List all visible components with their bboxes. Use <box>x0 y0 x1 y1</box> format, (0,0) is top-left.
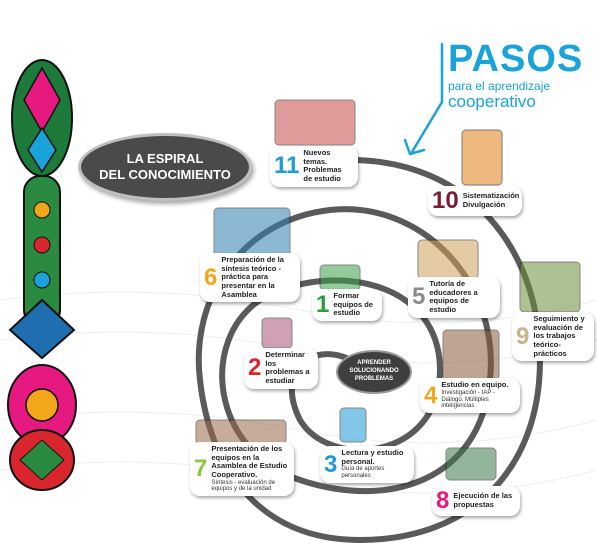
step-4-sub: Investigación - IAP - Diálogo. Múltiples… <box>441 389 495 410</box>
step-3-sub: Guía de aportes personales <box>341 466 385 480</box>
center-label-text: APRENDER SOLUCIONANDO PROBLEMAS <box>349 360 399 382</box>
step-6-text: Preparación de la síntesis teórico - prá… <box>221 255 284 299</box>
step-3-text: Lectura y estudio personal. <box>341 448 404 466</box>
step-1-number: 1 <box>316 290 330 318</box>
diagram-title-text: LA ESPIRAL DEL CONOCIMIENTO <box>99 150 231 182</box>
step-6-number: 6 <box>204 263 218 291</box>
step-7-number: 7 <box>194 455 208 483</box>
step-2: 2 Determinar los problemas a estudiar <box>244 348 318 389</box>
step-4-number: 4 <box>424 381 438 409</box>
header-word: PASOS <box>448 38 584 80</box>
step-3: 3 Lectura y estudio personal. Guía de ap… <box>320 446 414 484</box>
illustrations <box>195 99 581 481</box>
step-9-number: 9 <box>516 322 530 350</box>
step-11: 11 Nuevos temas. Problemas de estudio <box>270 146 358 187</box>
step-5-text: Tutoría de educadores a equipos de estud… <box>429 279 478 314</box>
header-title: PASOS para el aprendizaje cooperativo <box>448 40 583 110</box>
step-7: 7 Presentación de los equipos en la Asam… <box>190 442 294 497</box>
header-arrow <box>403 42 444 156</box>
step-6: 6 Preparación de la síntesis teórico - p… <box>200 253 300 303</box>
step-9-text: Seguimiento y evaluación de los trabajos… <box>533 314 585 358</box>
step-10: 10 Sistematización Divulgación <box>428 186 522 216</box>
header-line-1: para el aprendizaje <box>448 79 551 93</box>
step-3-number: 3 <box>324 450 338 478</box>
step-4: 4 Estudio en equipo. Investigación - IAP… <box>420 378 520 414</box>
step-1-text: Formar equipos de estudio <box>333 291 373 318</box>
step-2-text: Determinar los problemas a estudiar <box>265 350 310 385</box>
step-7-text: Presentación de los equipos en la Asambl… <box>211 444 288 479</box>
step-8-number: 8 <box>436 487 450 514</box>
step-10-text: Sistematización Divulgación <box>462 191 520 209</box>
step-8: 8 Ejecución de las propuestas <box>432 486 520 516</box>
step-1: 1 Formar equipos de estudio <box>312 289 382 321</box>
step-4-text: Estudio en equipo. <box>441 380 509 389</box>
step-10-number: 10 <box>432 187 459 214</box>
step-9: 9 Seguimiento y evaluación de los trabaj… <box>512 312 594 362</box>
diagram-title: LA ESPIRAL DEL CONOCIMIENTO <box>78 133 252 201</box>
step-11-text: Nuevos temas. Problemas de estudio <box>303 148 342 183</box>
step-8-text: Ejecución de las propuestas <box>453 491 513 509</box>
center-label: APRENDER SOLUCIONANDO PROBLEMAS <box>336 350 412 394</box>
decorative-totem <box>7 59 77 491</box>
step-11-number: 11 <box>274 152 300 180</box>
step-5-number: 5 <box>412 283 426 311</box>
header-line-2: cooperativo <box>448 92 536 111</box>
step-2-number: 2 <box>248 354 262 382</box>
step-5: 5 Tutoría de educadores a equipos de est… <box>408 277 500 318</box>
step-7-sub: Síntesis - evaluación de equipos y de la… <box>211 479 276 493</box>
